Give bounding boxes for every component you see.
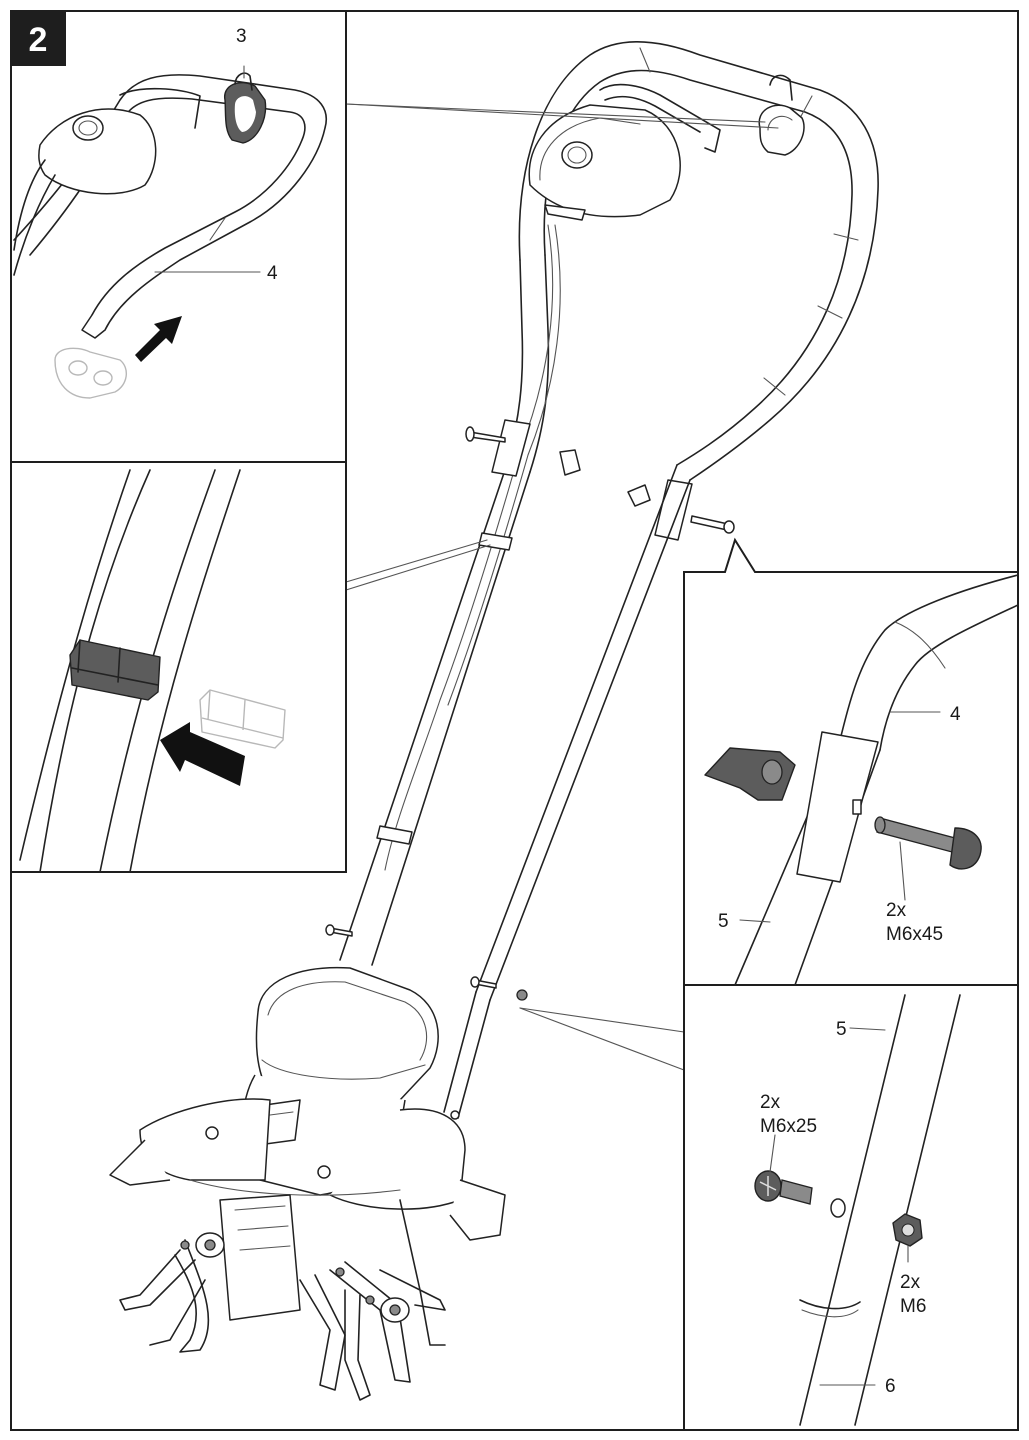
inset-tube-joint (754, 994, 961, 1426)
main-tiller-illustration (109, 41, 879, 1401)
step-badge: 2 (11, 11, 66, 66)
insert-arrow-up (135, 316, 182, 362)
tube-hole (830, 1198, 846, 1218)
inset-connector-lines (345, 103, 779, 1071)
tiller-base (109, 1098, 506, 1241)
inset-right-bottom-frame (683, 984, 1019, 1431)
label-part-5-bottom: 5 (836, 1019, 847, 1040)
main-bolt-right (690, 515, 735, 534)
inset-mid-left-frame (10, 461, 347, 873)
right-tube-lower-b (443, 991, 477, 1113)
inset-top-left-frame (10, 10, 347, 463)
cable-clip-lower (376, 825, 413, 845)
label-bolt-m6x25-qty: 2x (760, 1092, 781, 1113)
cable-clip-ghost (54, 347, 127, 399)
handle-loop-outer (518, 41, 879, 481)
left-tube-lower-a (339, 469, 506, 961)
wing-knob-right (627, 484, 651, 507)
label-part-4-top: 4 (267, 263, 278, 284)
label-part-4-right: 4 (950, 704, 961, 725)
label-bolt-m6x25-size: M6x25 (760, 1116, 817, 1137)
switch-box (528, 104, 681, 221)
label-nut-m6-qty: 2x (900, 1272, 921, 1293)
wing-knob-upper (559, 449, 581, 476)
main-nut (516, 989, 528, 1001)
tiller-tines (119, 1194, 446, 1401)
left-tube-lower-b (371, 471, 531, 966)
right-sleeve-joint (654, 479, 693, 541)
right-tube-upper-b (475, 464, 678, 993)
bolt-m6x45 (874, 816, 982, 901)
inset-handle-joint (704, 574, 1019, 986)
label-part-6: 6 (885, 1376, 896, 1397)
bolt-m6x25 (754, 1134, 813, 1205)
inset-cable-clamp (19, 469, 286, 873)
label-part-5-right: 5 (718, 911, 729, 932)
label-part-3: 3 (236, 26, 247, 47)
outer-frame (10, 10, 1019, 1431)
joint-sleeve (796, 731, 879, 883)
label-nut-m6-size: M6 (900, 1296, 926, 1317)
power-cable (384, 224, 554, 871)
slide-arrow-left (160, 722, 245, 786)
right-tube-upper-a (489, 479, 691, 1001)
cable-clip-handle (758, 104, 805, 156)
label-bolt-m6x45-size: M6x45 (886, 924, 943, 945)
cable-clamp-ghost (199, 689, 286, 749)
nut-m6 (892, 1213, 923, 1263)
right-tube-lower-a (457, 999, 491, 1119)
main-bolt-lower-left (325, 924, 497, 989)
inset-handle-clip (13, 65, 327, 399)
step-number: 2 (29, 21, 48, 59)
left-sleeve-joint (491, 419, 531, 477)
control-lever (599, 83, 721, 153)
main-bolt-upper-left (465, 426, 506, 443)
label-bolt-m6x45-qty: 2x (886, 900, 907, 921)
